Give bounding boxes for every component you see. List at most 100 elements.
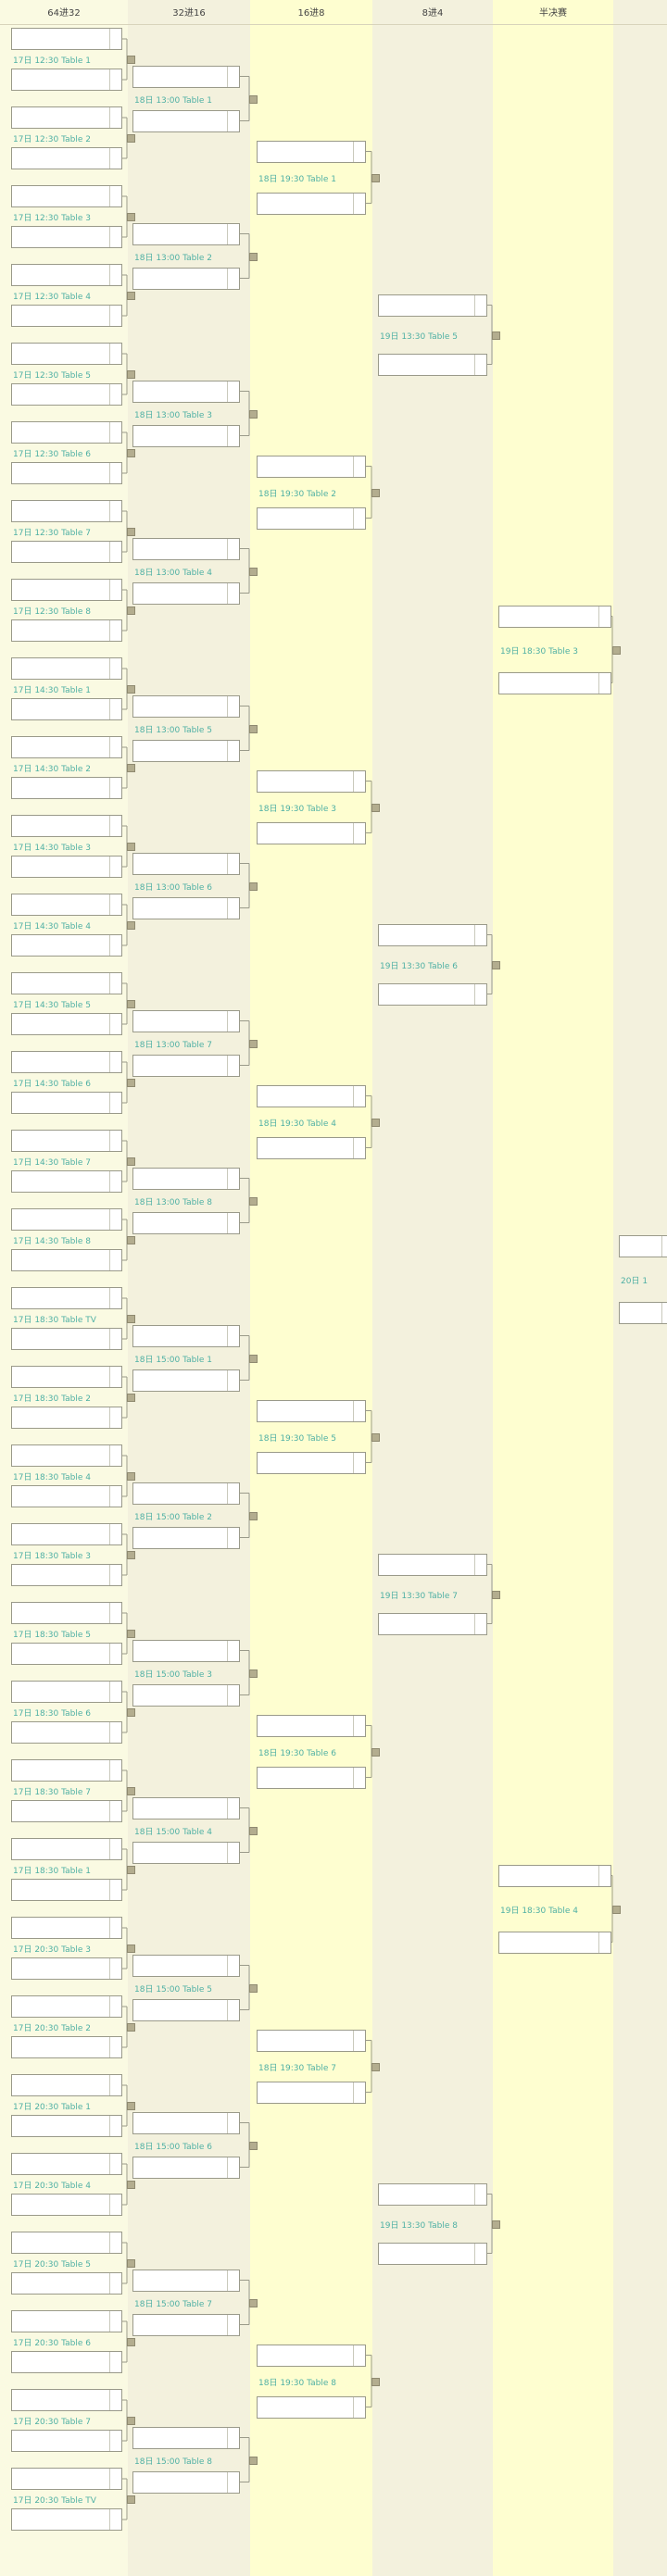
player-slot[interactable]: [11, 69, 122, 91]
player-slot[interactable]: [132, 1683, 240, 1707]
player-slot[interactable]: [11, 2430, 122, 2452]
player-slot[interactable]: [11, 736, 122, 758]
player-slot[interactable]: [378, 2182, 487, 2206]
match-schedule-label[interactable]: 19日 13:30 Table 5: [380, 331, 458, 341]
player-slot[interactable]: [11, 147, 122, 169]
match-schedule-label[interactable]: 18日 15:00 Table 1: [134, 1355, 212, 1364]
player-slot[interactable]: [11, 343, 122, 365]
match-schedule-label[interactable]: 17日 20:30 Table 7: [13, 2418, 91, 2426]
player-slot[interactable]: [11, 2115, 122, 2137]
player-slot[interactable]: [132, 1324, 240, 1347]
player-slot[interactable]: [378, 1612, 487, 1635]
player-slot[interactable]: [11, 698, 122, 720]
player-slot[interactable]: [132, 1998, 240, 2021]
player-slot[interactable]: [257, 1084, 366, 1107]
player-slot[interactable]: [11, 1564, 122, 1586]
match-schedule-label[interactable]: 17日 20:30 Table 2: [13, 2024, 91, 2032]
match-schedule-label[interactable]: 17日 12:30 Table 1: [13, 56, 91, 65]
player-slot[interactable]: [11, 1643, 122, 1665]
player-slot[interactable]: [11, 264, 122, 286]
player-slot[interactable]: [11, 226, 122, 248]
player-slot[interactable]: [11, 500, 122, 522]
player-slot[interactable]: [498, 605, 611, 628]
match-schedule-label[interactable]: 17日 14:30 Table 4: [13, 922, 91, 931]
player-slot[interactable]: [132, 852, 240, 875]
player-slot[interactable]: [257, 140, 366, 163]
match-schedule-label[interactable]: 18日 15:00 Table 8: [134, 2457, 212, 2466]
player-slot[interactable]: [257, 2081, 366, 2104]
player-slot[interactable]: [132, 222, 240, 245]
match-schedule-label[interactable]: 17日 12:30 Table 2: [13, 135, 91, 144]
match-schedule-label[interactable]: 17日 18:30 Table 3: [13, 1552, 91, 1560]
player-slot[interactable]: [11, 934, 122, 957]
player-slot[interactable]: [378, 353, 487, 376]
match-schedule-label[interactable]: 17日 12:30 Table 3: [13, 214, 91, 222]
match-schedule-label[interactable]: 18日 13:00 Table 7: [134, 1040, 212, 1049]
match-schedule-label[interactable]: 19日 13:30 Table 6: [380, 961, 458, 970]
player-slot[interactable]: [132, 2313, 240, 2336]
player-slot[interactable]: [11, 383, 122, 406]
player-slot[interactable]: [11, 1249, 122, 1271]
player-slot[interactable]: [257, 2029, 366, 2052]
player-slot[interactable]: [11, 2351, 122, 2373]
player-slot[interactable]: [11, 972, 122, 994]
player-slot[interactable]: [378, 294, 487, 317]
player-slot[interactable]: [132, 1369, 240, 1392]
match-schedule-label[interactable]: 18日 13:00 Table 8: [134, 1197, 212, 1207]
match-schedule-label[interactable]: 17日 20:30 Table 1: [13, 2103, 91, 2111]
player-slot[interactable]: [11, 1407, 122, 1429]
match-schedule-label[interactable]: 18日 13:00 Table 6: [134, 882, 212, 892]
player-slot[interactable]: [257, 1451, 366, 1474]
match-schedule-label[interactable]: 18日 19:30 Table 7: [258, 2063, 336, 2072]
player-slot[interactable]: [132, 1054, 240, 1077]
player-slot[interactable]: [132, 2470, 240, 2494]
match-schedule-label[interactable]: 17日 12:30 Table 7: [13, 529, 91, 537]
match-schedule-label[interactable]: 18日 19:30 Table 6: [258, 1748, 336, 1757]
player-slot[interactable]: [498, 1931, 611, 1954]
player-slot[interactable]: [11, 1328, 122, 1350]
player-slot[interactable]: [11, 185, 122, 207]
player-slot[interactable]: [378, 923, 487, 946]
match-schedule-label[interactable]: 17日 12:30 Table 5: [13, 371, 91, 380]
player-slot[interactable]: [132, 380, 240, 403]
player-slot[interactable]: [257, 2344, 366, 2367]
player-slot[interactable]: [11, 1917, 122, 1939]
player-slot[interactable]: [11, 1838, 122, 1860]
match-schedule-label[interactable]: 17日 20:30 Table 5: [13, 2260, 91, 2269]
player-slot[interactable]: [11, 1523, 122, 1545]
match-schedule-label[interactable]: 17日 20:30 Table TV: [13, 2496, 96, 2505]
match-schedule-label[interactable]: 17日 14:30 Table 8: [13, 1237, 91, 1245]
player-slot[interactable]: [132, 896, 240, 919]
match-schedule-label[interactable]: 18日 19:30 Table 1: [258, 174, 336, 183]
match-schedule-label[interactable]: 17日 12:30 Table 8: [13, 607, 91, 616]
player-slot[interactable]: [132, 424, 240, 447]
player-slot[interactable]: [11, 2468, 122, 2490]
player-slot[interactable]: [132, 581, 240, 605]
player-slot[interactable]: [11, 1721, 122, 1744]
match-schedule-label[interactable]: 17日 18:30 Table 5: [13, 1631, 91, 1639]
match-schedule-label[interactable]: 17日 18:30 Table 7: [13, 1788, 91, 1796]
player-slot[interactable]: [11, 2194, 122, 2216]
match-schedule-label[interactable]: 18日 15:00 Table 3: [134, 1669, 212, 1679]
player-slot[interactable]: [132, 2269, 240, 2292]
player-slot[interactable]: [132, 1639, 240, 1662]
player-slot[interactable]: [132, 739, 240, 762]
match-schedule-label[interactable]: 17日 18:30 Table 4: [13, 1473, 91, 1482]
player-slot[interactable]: [132, 1954, 240, 1977]
match-schedule-label[interactable]: 17日 18:30 Table TV: [13, 1316, 96, 1324]
player-slot[interactable]: [11, 619, 122, 642]
match-schedule-label[interactable]: 18日 19:30 Table 4: [258, 1119, 336, 1128]
player-slot[interactable]: [498, 671, 611, 694]
player-slot[interactable]: [11, 1681, 122, 1703]
player-slot[interactable]: [11, 2508, 122, 2531]
player-slot[interactable]: [11, 2272, 122, 2295]
player-slot[interactable]: [11, 1051, 122, 1073]
match-schedule-label[interactable]: 17日 18:30 Table 2: [13, 1394, 91, 1403]
player-slot[interactable]: [11, 421, 122, 444]
match-schedule-label[interactable]: 18日 15:00 Table 4: [134, 1827, 212, 1836]
player-slot[interactable]: [619, 1301, 667, 1324]
player-slot[interactable]: [11, 1879, 122, 1901]
player-slot[interactable]: [11, 815, 122, 837]
match-schedule-label[interactable]: 17日 12:30 Table 6: [13, 450, 91, 458]
match-schedule-label[interactable]: 18日 15:00 Table 7: [134, 2299, 212, 2308]
